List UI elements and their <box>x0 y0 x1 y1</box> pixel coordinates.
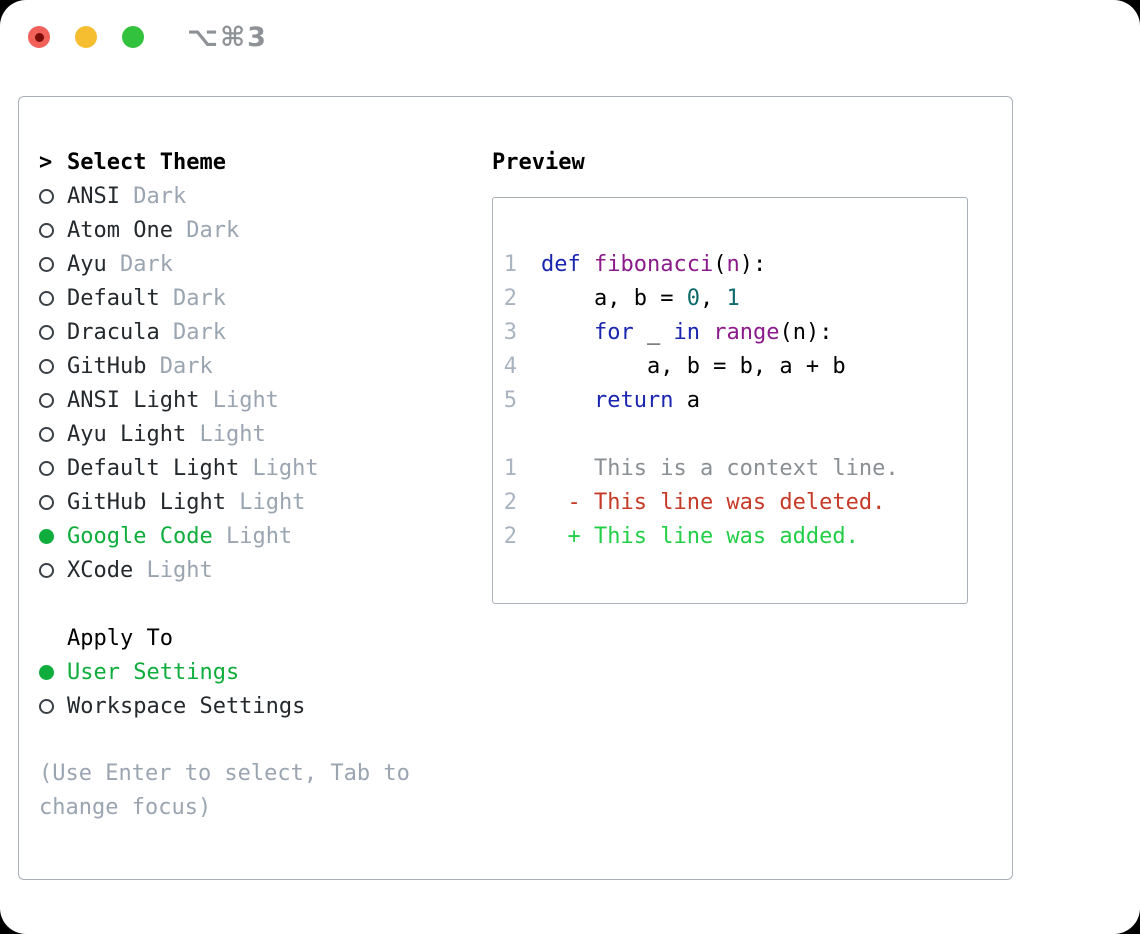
radio-icon <box>39 426 67 442</box>
code-line: 4 a, b = b, a + b <box>503 353 846 379</box>
titlebar: ⌥⌘3 <box>28 22 268 53</box>
theme-variant: Dark <box>159 353 213 379</box>
radio-selected-icon <box>39 528 67 544</box>
theme-variant: Light <box>199 421 266 447</box>
theme-label: ANSI Light Light <box>67 387 279 413</box>
select-theme-title: Select Theme <box>67 149 226 175</box>
radio-icon <box>39 256 67 272</box>
theme-option-xcode[interactable]: XCode Light <box>39 553 492 587</box>
theme-label: Ayu Dark <box>67 251 173 277</box>
code-line: 5 return a <box>503 387 700 413</box>
theme-label: Default Light Light <box>67 455 319 481</box>
radio-icon <box>39 358 67 374</box>
theme-option-atom-one[interactable]: Atom One Dark <box>39 213 492 247</box>
theme-label: GitHub Light Light <box>67 489 306 515</box>
close-dot-icon <box>34 32 44 42</box>
theme-option-ayu-light[interactable]: Ayu Light Light <box>39 417 492 451</box>
window-title: ⌥⌘3 <box>187 21 268 53</box>
line-number: 1 <box>503 251 517 277</box>
select-theme-header: > Select Theme <box>39 145 492 179</box>
theme-variant: Dark <box>172 319 226 345</box>
theme-option-ansi-light[interactable]: ANSI Light Light <box>39 383 492 417</box>
theme-option-default-light[interactable]: Default Light Light <box>39 451 492 485</box>
theme-option-dracula[interactable]: Dracula Dark <box>39 315 492 349</box>
zoom-button[interactable] <box>122 26 144 48</box>
theme-variant: Dark <box>120 251 173 277</box>
line-number: 2 <box>503 523 517 549</box>
hint-line-1: (Use Enter to select, Tab to <box>39 761 410 786</box>
theme-option-default[interactable]: Default Dark <box>39 281 492 315</box>
radio-icon <box>39 562 67 578</box>
radio-icon <box>39 698 67 714</box>
radio-icon <box>39 460 67 476</box>
apply-option-user-settings[interactable]: User Settings <box>39 655 492 689</box>
line-number: 1 <box>503 455 517 481</box>
apply-to-title: Apply To <box>67 625 173 651</box>
minimize-button[interactable] <box>75 26 97 48</box>
preview-title: Preview <box>492 149 585 175</box>
theme-option-google-code[interactable]: Google Code Light <box>39 519 492 553</box>
line-number: 2 <box>503 489 517 515</box>
theme-option-github[interactable]: GitHub Dark <box>39 349 492 383</box>
hint-line-2: change focus) <box>39 795 212 820</box>
theme-option-ansi[interactable]: ANSI Dark <box>39 179 492 213</box>
line-number: 2 <box>503 285 517 311</box>
radio-selected-icon <box>39 664 67 680</box>
radio-icon <box>39 188 67 204</box>
theme-label: Atom One Dark <box>67 217 240 243</box>
apply-label: User Settings <box>67 659 240 685</box>
apply-option-workspace-settings[interactable]: Workspace Settings <box>39 689 492 723</box>
theme-label: Ayu Light Light <box>67 421 266 447</box>
spacer <box>39 723 492 757</box>
close-button[interactable] <box>28 26 50 48</box>
code-line: 3 for _ in range(n): <box>503 319 833 345</box>
spacer <box>39 587 492 621</box>
radio-icon <box>39 222 67 238</box>
theme-variant: Light <box>239 489 306 515</box>
code-line <box>503 417 967 451</box>
theme-variant: Light <box>212 387 279 413</box>
radio-icon <box>39 392 67 408</box>
line-number: 5 <box>503 387 517 413</box>
line-number: 4 <box>503 353 517 379</box>
cursor-caret-icon: > <box>39 149 53 175</box>
theme-variant: Light <box>252 455 319 481</box>
theme-label: GitHub Dark <box>67 353 213 379</box>
line-number: 3 <box>503 319 517 345</box>
theme-variant: Dark <box>133 183 187 209</box>
code-line: 1 This is a context line. <box>503 455 899 481</box>
theme-label: Dracula Dark <box>67 319 226 345</box>
theme-label: ANSI Dark <box>67 183 187 209</box>
theme-label: Default Dark <box>67 285 226 311</box>
apply-label: Workspace Settings <box>67 693 306 719</box>
theme-label: Google Code Light <box>67 523 293 549</box>
theme-label: XCode Light <box>67 557 213 583</box>
radio-icon <box>39 494 67 510</box>
radio-icon <box>39 324 67 340</box>
apply-to-header: Apply To <box>39 621 492 655</box>
theme-option-ayu[interactable]: Ayu Dark <box>39 247 492 281</box>
theme-variant: Light <box>146 557 213 583</box>
theme-variant: Dark <box>172 285 226 311</box>
radio-icon <box>39 290 67 306</box>
code-line: 2 - This line was deleted. <box>503 489 886 515</box>
theme-option-github-light[interactable]: GitHub Light Light <box>39 485 492 519</box>
theme-variant: Dark <box>186 217 240 243</box>
code-line: 2 a, b = 0, 1 <box>503 285 740 311</box>
theme-variant: Light <box>225 523 293 549</box>
code-line: 2 + This line was added. <box>503 523 859 549</box>
